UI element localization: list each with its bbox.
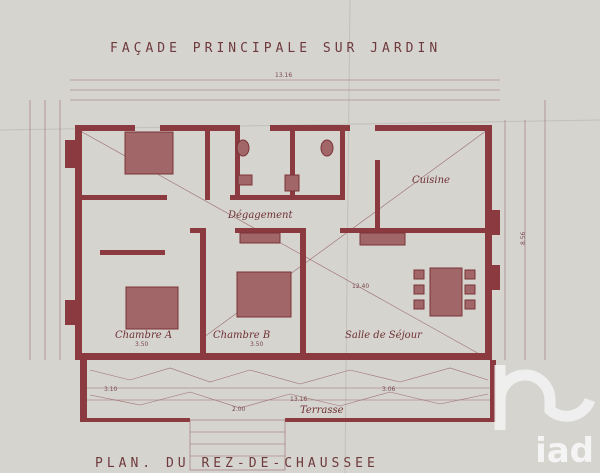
room-label-kitchen: Cuisine: [412, 175, 450, 186]
dim-terrace-total: 13.16: [290, 396, 307, 403]
bottom-title: PLAN. DU REZ-DE-CHAUSSEE: [95, 456, 379, 471]
dim-terrace-left: 3.10: [104, 386, 118, 393]
dim-bedroom-a: 3.50: [135, 341, 149, 348]
room-label-bedroom-a: Chambre A: [115, 330, 172, 341]
room-label-bedroom-b: Chambre B: [213, 330, 270, 341]
dim-living-width: 12.40: [352, 283, 369, 290]
walls: [65, 125, 500, 422]
dim-bedroom-b: 3.50: [250, 341, 264, 348]
room-label-hall: Dégagement: [227, 210, 293, 221]
stove-icon: [284, 174, 300, 192]
bed-icon: [124, 131, 174, 175]
room-label-terrace: Terrasse: [300, 405, 344, 416]
dim-right-depth: 8.56: [520, 231, 527, 245]
terrace-paving: [89, 367, 489, 409]
entrance-steps: [189, 419, 286, 471]
furniture: [124, 131, 476, 330]
top-title: FAÇADE PRINCIPALE SUR JARDIN: [110, 41, 441, 56]
dim-terrace-step: 2.00: [232, 406, 246, 413]
fold-line: [344, 0, 351, 473]
watermark-text: iad: [535, 431, 594, 471]
iad-logo: [494, 365, 596, 430]
toilet-icon: [320, 139, 334, 157]
toilet-icon: [236, 139, 250, 157]
dining-table-icon: [429, 267, 463, 317]
dim-top-total: 13.16: [275, 72, 292, 79]
bathtub-icon: [237, 174, 253, 186]
dim-terrace-right: 3.06: [382, 386, 396, 393]
bed-icon: [125, 286, 179, 330]
room-label-living: Salle de Séjour: [345, 330, 423, 341]
bed-icon: [236, 271, 292, 318]
cabinet-icon: [359, 232, 406, 246]
